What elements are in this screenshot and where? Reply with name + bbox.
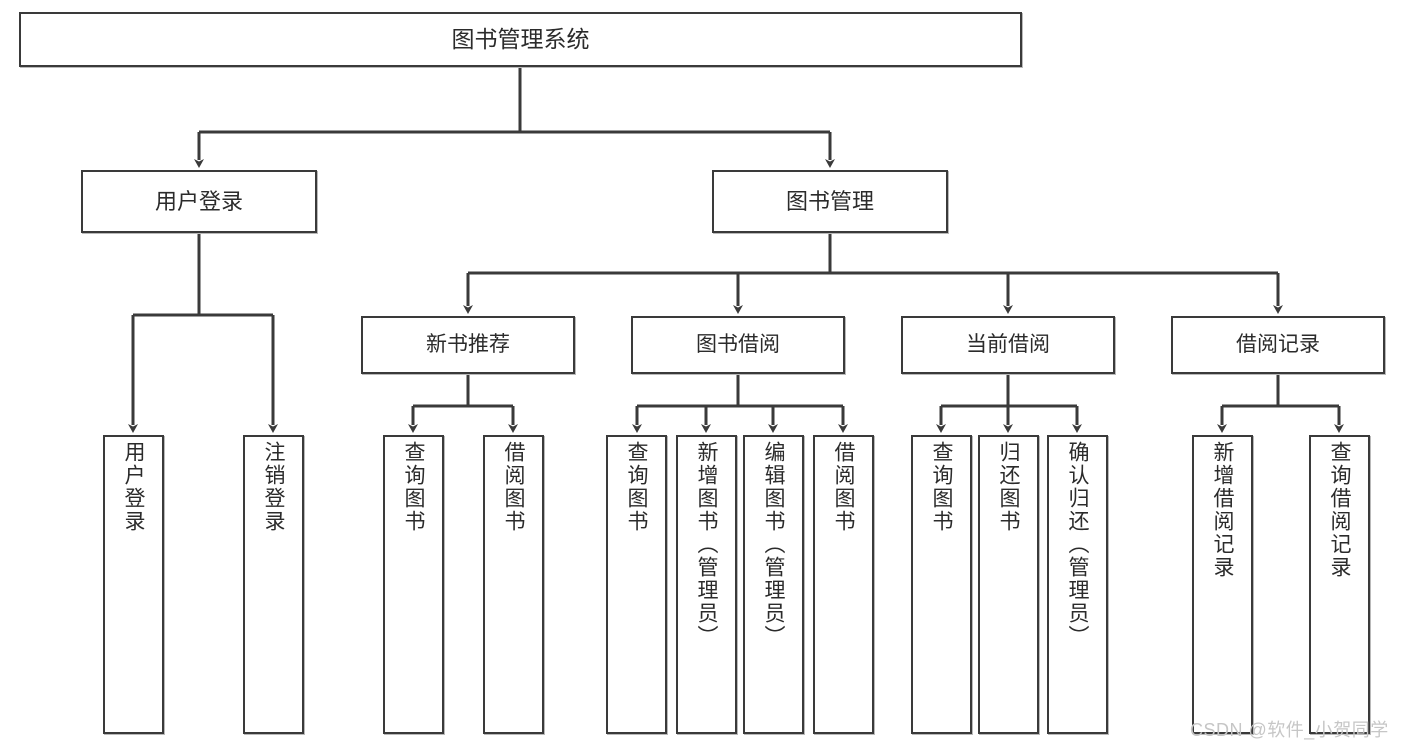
node-label: 归还图书: [997, 441, 1020, 533]
node-label: 借阅图书: [832, 441, 855, 533]
watermark-text: CSDN @软件_小贺同学: [1190, 720, 1389, 740]
node-root-system[interactable]: 图书管理系统: [19, 12, 1022, 67]
node-label: 编辑图书（管理员）: [762, 441, 785, 648]
leaf-user-login[interactable]: 用户登录: [103, 435, 164, 734]
leaf-edit-book-admin[interactable]: 编辑图书（管理员）: [743, 435, 804, 734]
node-label: 注销登录: [262, 441, 285, 533]
leaf-add-borrow-record[interactable]: 新增借阅记录: [1192, 435, 1253, 734]
node-label: 查询借阅记录: [1328, 441, 1351, 579]
node-label: 图书借阅: [696, 332, 780, 356]
node-label: 用户登录: [122, 441, 145, 533]
leaf-add-book-admin[interactable]: 新增图书（管理员）: [676, 435, 737, 734]
leaf-query-borrow-record[interactable]: 查询借阅记录: [1309, 435, 1370, 734]
node-current-borrow[interactable]: 当前借阅: [901, 316, 1115, 374]
node-new-book-recommend[interactable]: 新书推荐: [361, 316, 575, 374]
leaf-query-book-borrow[interactable]: 查询图书: [606, 435, 667, 734]
node-label: 查询图书: [402, 441, 425, 533]
node-label: 新增图书（管理员）: [695, 441, 718, 648]
node-book-borrow[interactable]: 图书借阅: [631, 316, 845, 374]
node-label: 借阅记录: [1236, 332, 1320, 356]
node-borrow-record[interactable]: 借阅记录: [1171, 316, 1385, 374]
node-label: 确认归还（管理员）: [1066, 441, 1089, 648]
node-label: 新书推荐: [426, 332, 510, 356]
leaf-logout[interactable]: 注销登录: [243, 435, 304, 734]
leaf-confirm-return-admin[interactable]: 确认归还（管理员）: [1047, 435, 1108, 734]
leaf-query-book-current[interactable]: 查询图书: [911, 435, 972, 734]
node-label: 借阅图书: [502, 441, 525, 533]
node-label: 当前借阅: [966, 332, 1050, 356]
node-label: 图书管理: [785, 188, 874, 214]
node-label: 用户登录: [154, 188, 243, 214]
leaf-borrow-book-new[interactable]: 借阅图书: [483, 435, 544, 734]
node-label: 新增借阅记录: [1211, 441, 1234, 579]
leaf-borrow-book[interactable]: 借阅图书: [813, 435, 874, 734]
node-label: 图书管理系统: [451, 25, 590, 52]
node-label: 查询图书: [625, 441, 648, 533]
node-book-management[interactable]: 图书管理: [712, 170, 948, 233]
node-user-login[interactable]: 用户登录: [81, 170, 317, 233]
leaf-query-book-new[interactable]: 查询图书: [383, 435, 444, 734]
leaf-return-book[interactable]: 归还图书: [978, 435, 1039, 734]
node-label: 查询图书: [930, 441, 953, 533]
